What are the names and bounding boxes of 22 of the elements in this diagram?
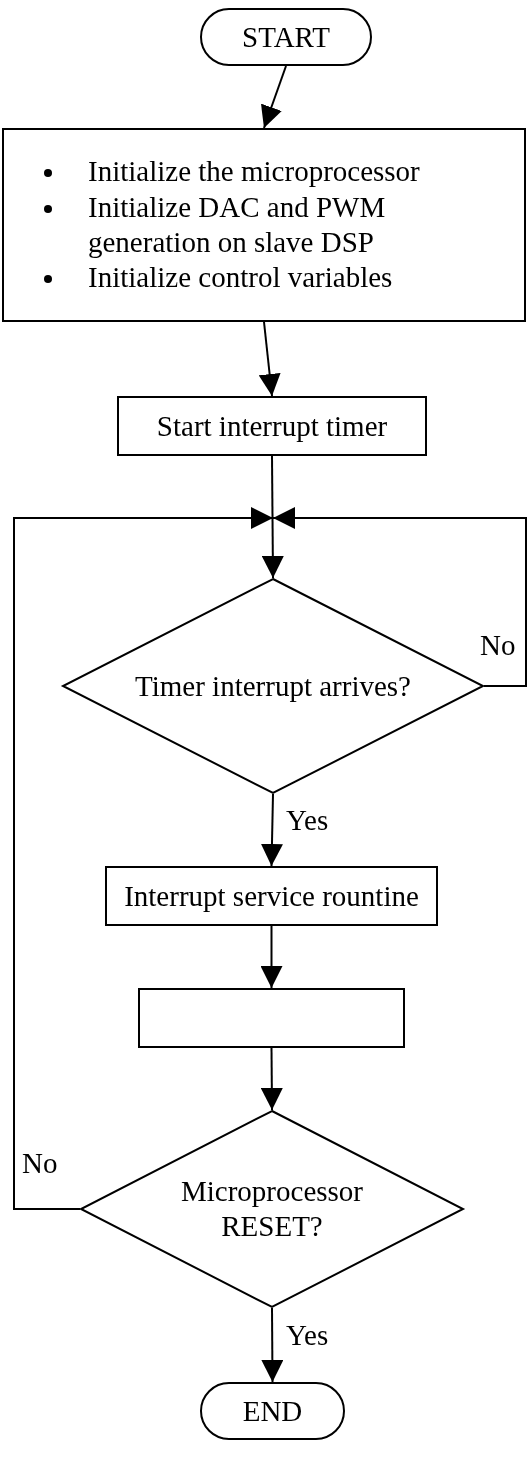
process-box <box>117 396 427 456</box>
process-box <box>105 866 438 926</box>
terminal-label: END <box>242 1393 303 1429</box>
bullet-item: Initialize the microprocessor <box>88 155 420 188</box>
arrow <box>272 507 527 687</box>
arrow <box>260 925 283 989</box>
decision-label: Microprocessor RESET? <box>180 1174 364 1244</box>
arrow <box>261 1307 284 1383</box>
bullet-item: Initialize DAC and PWM generation on slave DSP <box>88 190 386 258</box>
arrow <box>261 65 287 129</box>
process-box <box>138 988 405 1048</box>
arrow <box>260 1047 283 1111</box>
arrow <box>260 793 283 867</box>
process-box <box>2 128 526 322</box>
arrow <box>13 507 274 1210</box>
process-label: Interrupt service rountine <box>124 878 419 914</box>
decision-label: Timer interrupt arrives? <box>135 668 411 704</box>
bullet-item: Initialize control variables <box>88 261 393 294</box>
arrow <box>258 321 281 397</box>
terminal-label: START <box>242 19 330 55</box>
arrow <box>261 455 284 579</box>
process-label: Start interrupt timer <box>156 408 388 444</box>
